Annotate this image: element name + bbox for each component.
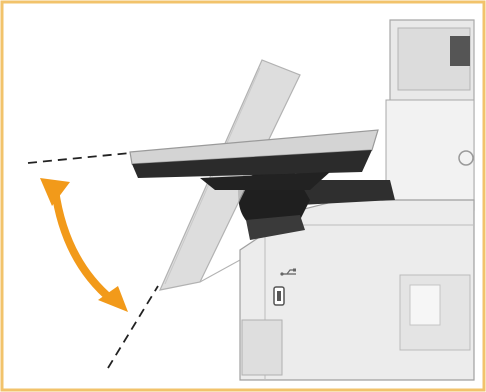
angle-reference-lines (27, 152, 159, 369)
usb-icon (280, 268, 296, 276)
output-slot (450, 36, 470, 66)
control-panel-horizontal (129, 129, 379, 190)
indicator-ring (458, 150, 474, 166)
printer-body (239, 19, 475, 381)
usb-port (273, 268, 296, 306)
double-headed-arc-arrow-icon (40, 178, 128, 312)
